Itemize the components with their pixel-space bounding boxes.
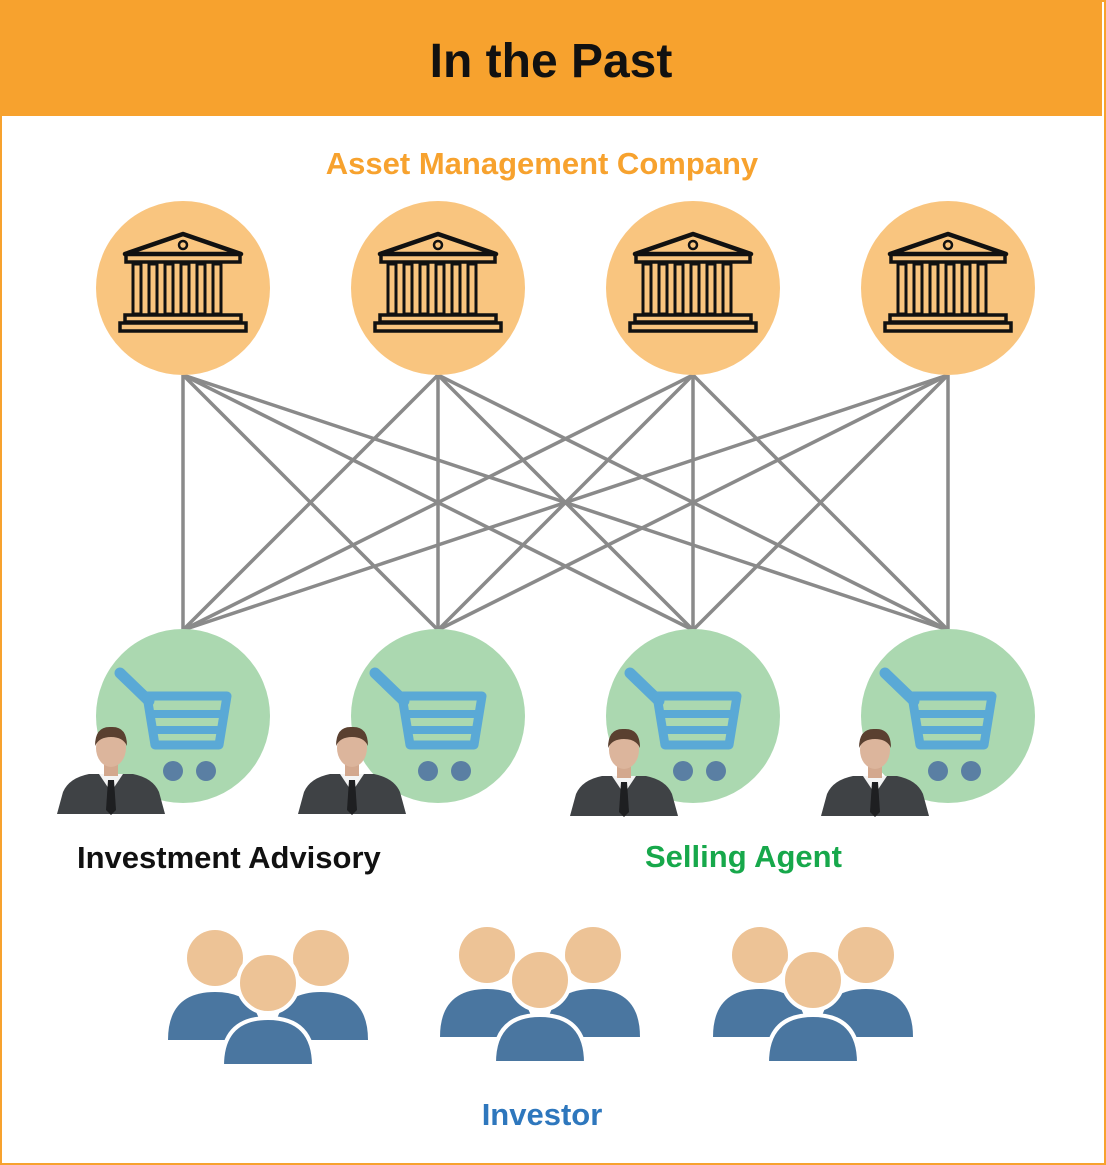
agent-node <box>821 629 1035 817</box>
title-banner <box>0 0 1102 116</box>
agent-node <box>570 629 780 817</box>
investor-label: Investor <box>481 1097 603 1132</box>
agent-node <box>57 629 270 815</box>
amc-label: Asset Management Company <box>325 146 759 181</box>
company-node <box>351 201 525 375</box>
selling-agent-label: Selling Agent <box>645 839 842 874</box>
investment-advisory-label: Investment Advisory <box>77 840 381 875</box>
company-node <box>861 201 1035 375</box>
page-title: In the Past <box>429 35 673 88</box>
connection-line <box>181 373 440 632</box>
company-node <box>606 201 780 375</box>
people-group-icon <box>711 925 915 1065</box>
agent-node <box>298 629 525 815</box>
company-node <box>96 201 270 375</box>
people-group-icon <box>438 925 642 1065</box>
connection-lines <box>181 373 950 632</box>
people-group-icon <box>166 928 370 1068</box>
connection-line <box>437 373 949 632</box>
connection-line <box>182 373 694 632</box>
connection-line <box>691 373 950 632</box>
connection-line <box>182 373 949 632</box>
